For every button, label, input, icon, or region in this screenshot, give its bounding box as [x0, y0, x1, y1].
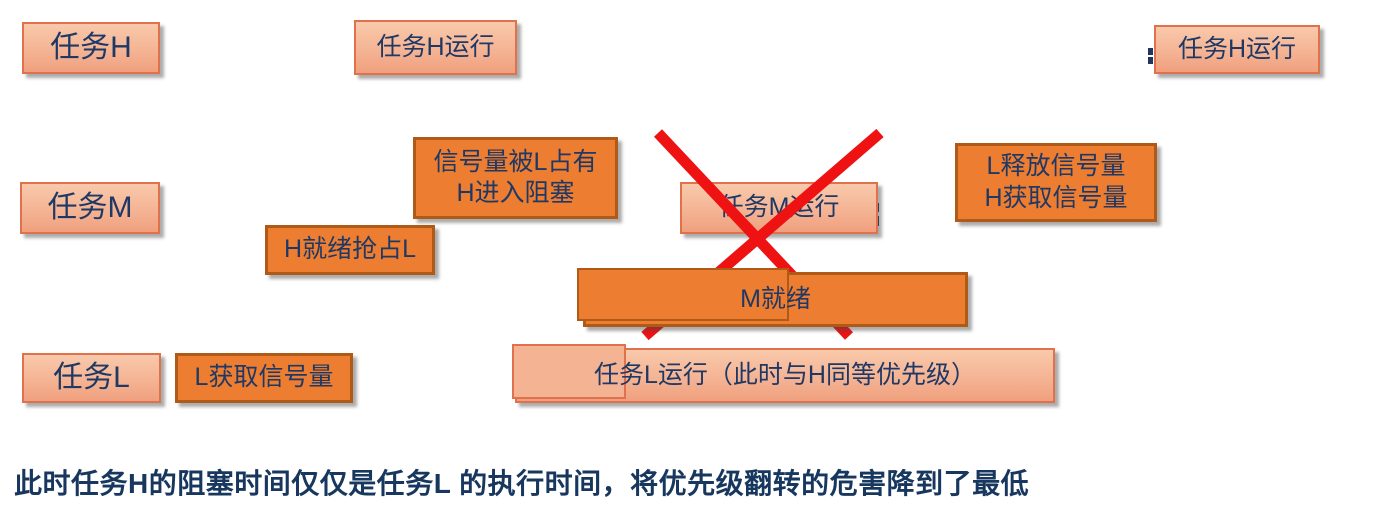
event-l-releases-h-acquires: L释放信号量 H获取信号量	[955, 143, 1157, 222]
event-task-l-running-inherited-priority: 任务L运行（此时与H同等优先级）	[512, 344, 1055, 403]
event-h-ready-preempts-l: H就绪抢占L	[265, 225, 435, 275]
event-h-blocked-line2: H进入阻塞	[456, 179, 575, 207]
lane-label-task-h: 任务H	[22, 22, 160, 74]
event-l-acquires-semaphore: L获取信号量	[175, 353, 353, 403]
lane-label-task-m: 任务M	[20, 182, 160, 234]
lane-label-task-l: 任务L	[22, 353, 161, 403]
summary-caption: 此时任务H的阻塞时间仅仅是任务L 的执行时间，将优先级翻转的危害降到了最低	[14, 468, 1030, 499]
event-task-h-running-1: 任务H运行	[354, 20, 517, 75]
event-h-acquires-line2: H获取信号量	[984, 183, 1128, 212]
event-semaphore-held-line1: 信号量被L占有	[433, 147, 598, 176]
event-task-h-running-2: 任务H运行	[1154, 25, 1320, 74]
text-fragment-artifact	[1148, 57, 1153, 64]
event-semaphore-held-by-l: 信号量被L占有 H进入阻塞	[413, 137, 618, 219]
event-m-ready: M就绪	[577, 268, 968, 327]
event-task-m-running-crossed-out: 任务M运行	[680, 182, 878, 234]
text-fragment-artifact	[1148, 48, 1153, 55]
event-l-releases-line1: L释放信号量	[986, 152, 1126, 181]
